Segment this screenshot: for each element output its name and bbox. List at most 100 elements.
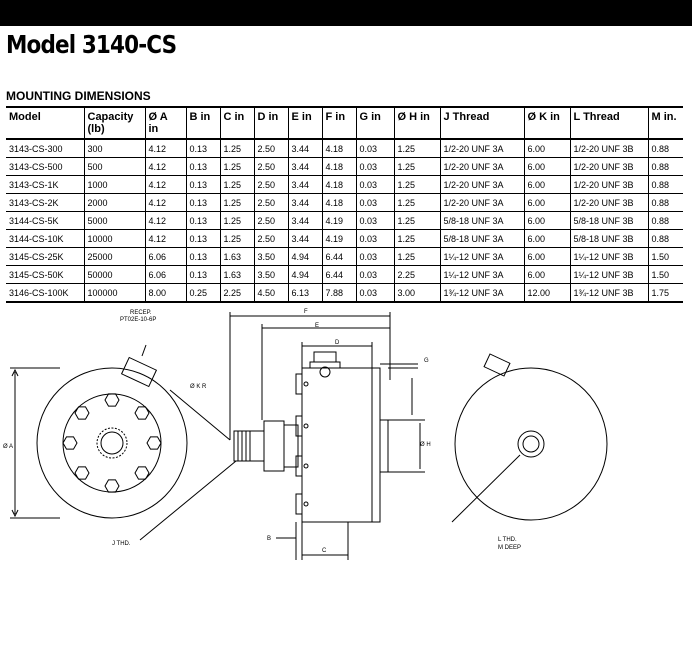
table-cell: 4.19 (321, 229, 356, 248)
column-header: L Thread (569, 106, 648, 140)
table-cell: 4.12 (144, 211, 186, 230)
table-cell: 1.25 (219, 175, 254, 194)
table-cell: 4.18 (321, 157, 356, 176)
front-view (10, 344, 188, 519)
table-cell: 6.00 (523, 193, 570, 212)
table-cell: 3.50 (253, 265, 288, 284)
label-m-deep: M DEEP (498, 545, 521, 551)
table-cell: 10000 (83, 229, 145, 248)
table-cell: 1.50 (647, 247, 683, 266)
table-cell: 0.13 (185, 175, 220, 194)
table-cell: 1.50 (647, 265, 683, 284)
label-a-diameter: Ø A (3, 444, 13, 450)
table-cell: 2.50 (253, 229, 288, 248)
table-cell: 1/2-20 UNF 3B (569, 193, 648, 212)
table-cell: 1.25 (393, 193, 440, 212)
table-cell: 0.03 (355, 211, 394, 230)
table-cell: 1.25 (393, 247, 440, 266)
header-bar (0, 0, 692, 26)
table-cell: 3.44 (287, 175, 322, 194)
section-heading: MOUNTING DIMENSIONS (6, 89, 151, 103)
table-cell: 5/8-18 UNF 3A (439, 211, 524, 230)
table-cell: 3.44 (287, 211, 322, 230)
column-header: M in. (647, 106, 683, 140)
table-cell: 1/2-20 UNF 3B (569, 139, 648, 158)
column-header: Model (6, 106, 84, 140)
label-c: C (322, 548, 327, 554)
table-cell: 2.50 (253, 157, 288, 176)
table-cell: 0.03 (355, 139, 394, 158)
table-cell: 6.00 (523, 139, 570, 158)
table-cell: 0.13 (185, 139, 220, 158)
table-cell: 0.13 (185, 265, 220, 284)
column-header: Ø H in (393, 106, 440, 140)
column-header: E in (287, 106, 322, 140)
page-title: Model 3140-CS (6, 30, 177, 59)
table-cell: 1/2-20 UNF 3B (569, 157, 648, 176)
table-cell: 3.00 (393, 283, 440, 303)
column-header: C in (219, 106, 254, 140)
table-cell: 1.25 (393, 139, 440, 158)
table-cell: 0.88 (647, 193, 683, 212)
table-cell: 12.00 (523, 283, 570, 303)
table-cell: 0.13 (185, 247, 220, 266)
table-cell: 500 (83, 157, 145, 176)
table-cell: 3143-CS-300 (6, 139, 84, 158)
table-cell: 6.06 (144, 265, 186, 284)
table-cell: 1/2-20 UNF 3A (439, 157, 524, 176)
rear-view (451, 353, 608, 523)
table-cell: 1.25 (393, 175, 440, 194)
table-cell: 4.18 (321, 193, 356, 212)
column-header: G in (355, 106, 394, 140)
table-cell: 2.50 (253, 175, 288, 194)
table-cell: 0.03 (355, 175, 394, 194)
label-l-thread: L THD. (498, 537, 517, 543)
table-cell: 6.44 (321, 265, 356, 284)
table-cell: 1.25 (219, 139, 254, 158)
table-cell: 2.25 (219, 283, 254, 303)
table-cell: 6.00 (523, 265, 570, 284)
column-header: J Thread (439, 106, 524, 140)
table-cell: 4.12 (144, 229, 186, 248)
table-cell: 4.12 (144, 193, 186, 212)
table-cell: 0.88 (647, 229, 683, 248)
table-cell: 50000 (83, 265, 145, 284)
table-cell: 3.44 (287, 139, 322, 158)
table-cell: 1.63 (219, 265, 254, 284)
label-g: G (424, 358, 429, 364)
table-cell: 3144-CS-5K (6, 211, 84, 230)
table-cell: 6.13 (287, 283, 322, 303)
table-cell: 1¼-12 UNF 3A (439, 247, 524, 266)
table-cell: 5/8-18 UNF 3B (569, 229, 648, 248)
column-header: Ø K in (523, 106, 570, 140)
table-cell: 0.88 (647, 157, 683, 176)
label-j-thread: J THD. (112, 541, 131, 547)
table-cell: 1¼-12 UNF 3A (439, 265, 524, 284)
table-cell: 0.88 (647, 139, 683, 158)
label-h-diameter: Ø H (420, 442, 431, 448)
table-cell: 100000 (83, 283, 145, 303)
table-cell: 1¾-12 UNF 3A (439, 283, 524, 303)
table-cell: 0.13 (185, 157, 220, 176)
column-header: F in (321, 106, 356, 140)
table-cell: 1¼-12 UNF 3B (569, 247, 648, 266)
table-cell: 300 (83, 139, 145, 158)
connector-receptacle (120, 344, 158, 388)
table-cell: 3145-CS-25K (6, 247, 84, 266)
table-cell: 1.25 (393, 157, 440, 176)
table-cell: 1/2-20 UNF 3A (439, 193, 524, 212)
table-cell: 2.50 (253, 139, 288, 158)
table-cell: 5000 (83, 211, 145, 230)
table-cell: 0.03 (355, 283, 394, 303)
label-recep-part: PT02E-10-6P (120, 317, 156, 323)
table-cell: 0.88 (647, 211, 683, 230)
table-cell: 1/2-20 UNF 3A (439, 139, 524, 158)
